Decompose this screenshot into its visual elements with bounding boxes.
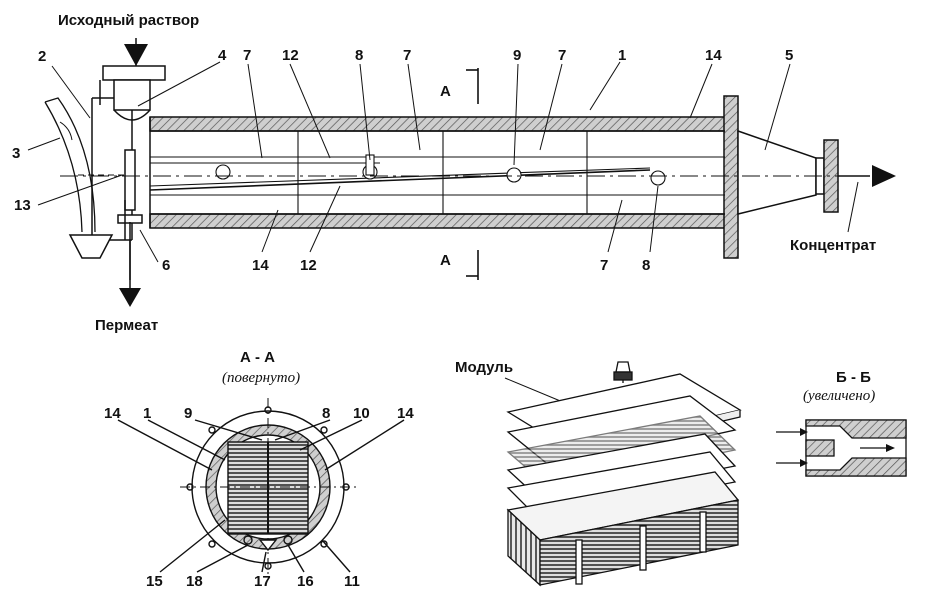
- callout-8: 8: [355, 47, 363, 64]
- sec-callout-9: 9: [184, 405, 192, 422]
- callout-7: 7: [243, 47, 251, 64]
- callout-6: 6: [162, 257, 170, 274]
- cut-mark-bottom: А: [440, 252, 451, 269]
- sec-callout-14b: 14: [397, 405, 414, 422]
- sec-callout-11: 11: [344, 573, 360, 590]
- feed-arrow: [124, 38, 148, 66]
- sec-callout-16: 16: [297, 573, 314, 590]
- section-aa-note: (повернуто): [222, 370, 300, 386]
- sec-callout-10: 10: [353, 405, 370, 422]
- right-cone: [737, 129, 896, 215]
- permeate-label: Пермеат: [95, 317, 158, 334]
- callout-2: 2: [38, 48, 46, 65]
- sec-callout-14: 14: [104, 405, 121, 422]
- main-view: [27, 38, 896, 307]
- callout-7d: 7: [600, 257, 608, 274]
- permeate-arrow: [119, 240, 141, 307]
- callout-3: 3: [12, 145, 20, 162]
- callout-7c: 7: [558, 47, 566, 64]
- callout-12: 12: [282, 47, 299, 64]
- sec-callout-8: 8: [322, 405, 330, 422]
- housing: [149, 95, 739, 259]
- callout-9: 9: [513, 47, 521, 64]
- module-view: Модуль: [455, 359, 742, 587]
- callout-8b: 8: [642, 257, 650, 274]
- cut-mark-top: А: [440, 83, 451, 100]
- internal-elements: [149, 131, 725, 214]
- callout-5: 5: [785, 47, 793, 64]
- callout-14: 14: [705, 47, 722, 64]
- callout-12b: 12: [300, 257, 317, 274]
- callout-1: 1: [618, 47, 626, 64]
- section-bb-title: Б - Б: [836, 369, 871, 386]
- concentrate-label: Концентрат: [790, 237, 876, 254]
- callout-4: 4: [218, 47, 227, 64]
- section-bb: Б - Б (увеличено): [776, 369, 907, 477]
- callout-7b: 7: [403, 47, 411, 64]
- feed-label: Исходный раствор: [58, 12, 199, 29]
- section-aa-title: А - А: [240, 349, 275, 366]
- sec-callout-15: 15: [146, 573, 163, 590]
- sec-callout-17: 17: [254, 573, 271, 590]
- main-view-labels: Исходный раствор Концентрат Пермеат А А …: [12, 12, 876, 334]
- section-bb-note: (увеличено): [803, 388, 875, 404]
- section-cut-marks: [466, 68, 479, 280]
- module-label: Модуль: [455, 359, 513, 376]
- callout-14b: 14: [252, 257, 269, 274]
- leader-lines: [27, 61, 859, 263]
- section-aa: А - А (повернуто): [104, 349, 414, 590]
- sec-callout-18: 18: [186, 573, 203, 590]
- callout-13: 13: [14, 197, 31, 214]
- sec-callout-1: 1: [143, 405, 151, 422]
- left-head: [44, 65, 166, 280]
